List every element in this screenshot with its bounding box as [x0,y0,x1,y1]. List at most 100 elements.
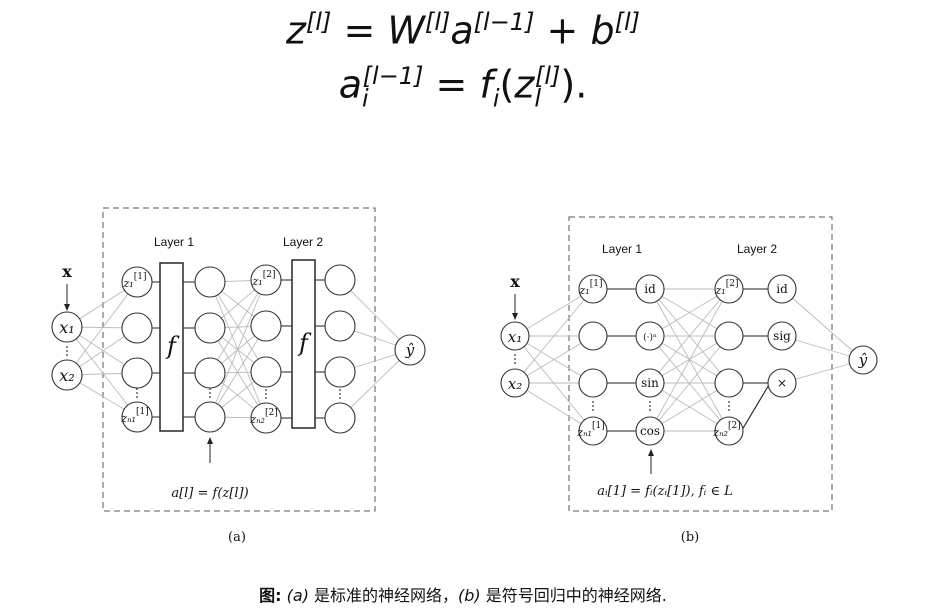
layer2-activation-node [324,402,356,434]
output-node [394,334,426,366]
layer1-operator-node [635,368,665,398]
layer2-pre-activation-node [250,310,282,342]
ellipsis-dot [265,397,267,399]
edge [649,335,730,432]
edge [339,279,411,351]
edge [209,327,267,419]
input-node [51,311,83,343]
eq2-z-sub: l [534,84,541,113]
eq2-paren-open: ( [499,62,515,107]
layer2-operator-label-2: × [777,376,787,390]
edges [66,279,411,419]
activation-formula: aᵢ[1] = fᵢ(zᵢ[1]), fᵢ ∈ L [597,484,733,499]
ellipsis-dot [592,405,594,407]
layer2-pre-activation-node [714,368,744,398]
edge [649,382,730,432]
eq1-plus: + [546,8,579,53]
caption-prefix: 图 [259,586,276,605]
ellipsis-dot [514,354,516,356]
layer1-pre-activation-node [121,401,153,433]
eq2-equals: = [435,62,468,107]
eq1-a-sup: [l−1] [473,8,535,36]
input-node [500,321,530,351]
output-node [848,345,878,375]
eq2-f: f [479,62,493,107]
figure-caption: 图: (a) 是标准的神经网络，(b) 是符号回归中的神经网络. [0,582,926,606]
eq2-f-sub: i [492,84,500,113]
input-vector-label: x [510,272,520,291]
layer2-activation-node [324,356,356,388]
layer1-pre-activation-node [121,266,153,298]
layer1-pre-activation-node [578,368,608,398]
ellipsis-dot [209,388,211,390]
layer2-activation-node [324,310,356,342]
operator-label-3: cos [640,424,660,438]
eq1-w: W [387,8,425,53]
ellipsis-dot [592,401,594,403]
caption-colon: : [275,586,282,605]
layer1-label: Layer 1 [154,235,194,249]
eq1-a: a [450,8,474,53]
edge [209,279,267,418]
ellipsis-dot [728,401,730,403]
eq2-a-sub: i [361,84,369,113]
diagram-standard-nn: Layer 1 Layer 2 x f f x₁x₂z₁[1]zₙ₁[1]z₁[… [51,207,426,545]
diagram-symbolic-regression-nn: Layer 1 Layer 2 x x₁x₂z₁[1]zₙ₁[1]id(·)ⁿs… [500,216,878,545]
edge [649,288,730,337]
ellipsis-dot [592,409,594,411]
caption-ref-b: (b) [458,586,481,605]
edge [339,349,411,419]
layer1-operator-node [635,416,665,446]
sublabel-a: (a) [228,530,246,545]
layer2-operator-label-0: id [776,282,788,296]
layer1-pre-activation-node [578,274,608,304]
edge [66,326,138,418]
ellipsis-dot [728,405,730,407]
equation-linear-layer: z[l] = W[l]a[l−1] + b[l] [0,8,926,53]
input-node-label: x₁ [59,318,74,337]
layer1-activation-node [194,401,226,433]
eq1-z: z [285,8,306,53]
edge [209,325,267,418]
caption-text-b: 是符号回归中的神经网络. [480,586,667,605]
edges [514,288,864,436]
layer2-label: Layer 2 [283,235,323,249]
layer2-pre-activation-node [714,416,744,446]
ellipsis-dot [66,350,68,352]
output-node-label: ŷ [405,341,415,359]
layer2-activation-node [324,264,356,296]
operator-label-2: sin [641,376,659,390]
ellipsis-dot [649,409,651,411]
layer2-pre-activation-node [250,356,282,388]
layer1-pre-activation-node [121,357,153,389]
layer2-operator-node [767,321,797,351]
operator-label-0: id [644,282,656,296]
ellipsis-dot [265,389,267,391]
layers-dashed-box [102,207,376,512]
edge [514,288,594,337]
equation-activation: ai[l−1] = fi(zl[l]). [0,62,926,112]
eq1-equals: = [343,8,376,53]
eq2-z-sup: [l] [534,62,561,90]
layer1-activation-node [194,312,226,344]
ellipsis-dot [66,354,68,356]
layer1-operator-node [635,321,665,351]
nodes: x₁x₂z₁[1]zₙ₁[1]id(·)ⁿsincosz₁[2]zₙ₂[2]id… [500,274,878,446]
layer1-pre-activation-node [121,312,153,344]
activation-box-layer2 [291,259,316,429]
input-node-label: x₂ [508,375,522,393]
layer1-activation-node [194,357,226,389]
ellipsis-dot [66,346,68,348]
ellipsis-dot [728,409,730,411]
edge [514,335,594,384]
layer2-pre-activation-node [714,321,744,351]
layer1-label: Layer 1 [602,242,642,256]
layer2-operator-node [767,274,797,304]
layers-dashed-box [568,216,833,512]
edge [66,281,138,376]
edge [514,382,594,432]
layer1-operator-node [635,274,665,304]
layer2-pre-activation-node [714,274,744,304]
ellipsis-dot [514,358,516,360]
